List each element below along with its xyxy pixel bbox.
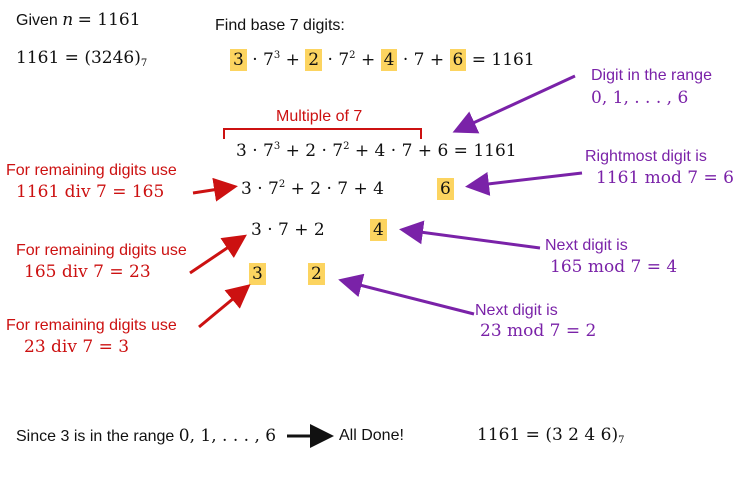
arrow-next1 [399, 220, 541, 250]
final-digits: 3 2 4 6 [551, 425, 612, 445]
row3-digit-wrap: 4 [370, 219, 387, 241]
expansion-total: = 1161 [471, 50, 535, 70]
row2-expression: 3 · 72 + 2 · 7 + 4 [241, 179, 384, 199]
expansion-term: · 7 [252, 50, 274, 70]
rightmost-note-value: 1161 mod 7 = 6 [596, 168, 734, 188]
result-top-lhs: 1161 = (3246) [16, 48, 141, 68]
next1-note-value: 165 mod 7 = 4 [550, 257, 678, 277]
step3-note-value: 23 div 7 = 3 [24, 337, 130, 357]
expansion-highlighted: 3 · 73 + 2 · 72 + 4 · 7 + 6 = 1161 [230, 49, 535, 71]
row1-tail: + 4 · 7 + 6 = 1161 [354, 141, 517, 161]
arrow-next2 [338, 273, 475, 316]
given-variable: n [62, 10, 74, 30]
final-rhs: ) [611, 425, 619, 445]
step3-note-label: For remaining digits use [6, 317, 177, 334]
row1-expression: 3 · 73 + 2 · 72 + 4 · 7 + 6 = 1161 [236, 141, 517, 161]
arrow-step2 [189, 234, 247, 275]
given-value: = 1161 [77, 10, 141, 30]
row1-term: 3 · 7 [236, 141, 274, 161]
row1-exponent: 2 [343, 141, 350, 152]
row2-term: 3 · 7 [241, 179, 279, 199]
row2-digit-wrap: 6 [437, 178, 454, 200]
row4-digit-1-wrap: 3 [249, 263, 266, 285]
row4-digit-2-wrap: 2 [308, 263, 325, 285]
row1-exponent: 3 [273, 141, 281, 152]
given-line: Given n = 1161 [16, 12, 141, 29]
arrow-step1 [192, 177, 238, 202]
result-top: 1161 = (3246)7 [16, 48, 148, 69]
step2-note-value: 165 div 7 = 23 [24, 262, 151, 282]
row2-exponent: 2 [278, 179, 286, 190]
find-digits-label: Find base 7 digits: [215, 17, 345, 34]
row3-expression: 3 · 7 + 2 [251, 220, 325, 240]
expansion-digit-6: 6 [449, 49, 467, 71]
expansion-plus: + [285, 50, 300, 70]
row1-term: + 2 · 7 [285, 141, 344, 161]
expansion-digit-2: 2 [305, 49, 323, 71]
expansion-exponent: 2 [349, 50, 356, 61]
range-note-label: Digit in the range [591, 67, 712, 84]
row2-digit: 6 [437, 178, 454, 200]
expansion-term: · 7 + [402, 50, 445, 70]
row4-digit-2: 2 [308, 263, 325, 285]
footer-range: 0, 1, . . . , 6 [178, 426, 277, 446]
step2-note-label: For remaining digits use [16, 242, 187, 259]
range-note-value: 0, 1, . . . , 6 [591, 88, 689, 108]
step1-note-label: For remaining digits use [6, 162, 177, 179]
expansion-digit-4: 4 [380, 49, 398, 71]
given-prefix: Given [16, 12, 58, 29]
expansion-exponent: 3 [273, 50, 281, 61]
expansion-plus: + [360, 50, 376, 70]
row3-digit: 4 [370, 219, 387, 241]
expansion-term: · 7 [327, 50, 350, 70]
final-lhs: 1161 = ( [477, 425, 552, 445]
footer-final-result: 1161 = (3 2 4 6)7 [477, 425, 625, 446]
footer-since-text: Since 3 is in the range [16, 428, 175, 445]
result-top-base: 7 [140, 58, 148, 69]
footer-since: Since 3 is in the range 0, 1, . . . , 6 [16, 428, 276, 445]
rightmost-note-label: Rightmost digit is [585, 148, 707, 165]
next2-note-value: 23 mod 7 = 2 [480, 321, 597, 341]
arrow-rightmost [465, 171, 583, 196]
row2-tail: + 2 · 7 + 4 [290, 179, 384, 199]
step1-note-value: 1161 div 7 = 165 [16, 182, 165, 202]
expansion-digit-3: 3 [230, 49, 247, 71]
arrow-range [452, 74, 576, 134]
next2-note-label: Next digit is [475, 302, 558, 319]
arrow-step3 [198, 284, 251, 329]
multiple-bracket [223, 128, 422, 139]
multiple-of-7-label: Multiple of 7 [276, 108, 363, 125]
row4-digit-1: 3 [249, 263, 266, 285]
final-base: 7 [618, 435, 625, 446]
next1-note-label: Next digit is [545, 237, 628, 254]
footer-all-done: All Done! [339, 427, 404, 444]
